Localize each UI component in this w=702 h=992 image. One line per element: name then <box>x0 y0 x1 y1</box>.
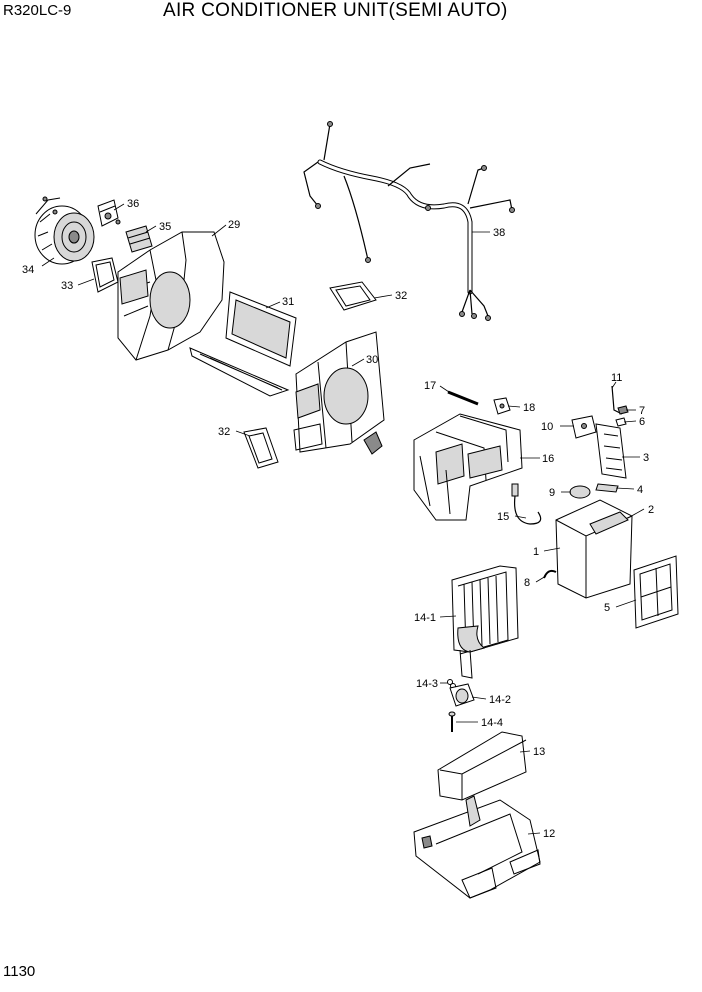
evaporator-core-14-1-part <box>451 565 519 679</box>
callout-18: 18 <box>523 402 535 414</box>
actuator-35-part <box>115 219 153 253</box>
callout-38: 38 <box>493 227 505 239</box>
page-title: AIR CONDITIONER UNIT(SEMI AUTO) <box>163 0 508 21</box>
blower-housing-29-part <box>117 231 225 361</box>
actuator-10-part <box>571 415 597 439</box>
callout-labels: 34 33 36 35 29 38 32 31 30 32 17 18 11 7… <box>22 198 654 840</box>
bolt-14-4-part <box>448 711 456 732</box>
callout-10: 10 <box>541 421 553 433</box>
callout-30: 30 <box>366 354 378 366</box>
model-number: R320LC-9 <box>3 2 72 19</box>
callout-33: 33 <box>61 280 73 292</box>
sensor-18-part <box>493 397 511 415</box>
filter-frame-31-part <box>189 291 297 397</box>
seal-32-upper-part <box>329 281 377 311</box>
sensor-17-part <box>447 390 479 406</box>
callout-14-4: 14-4 <box>481 717 503 729</box>
callout-36: 36 <box>127 198 139 210</box>
page-number: 1130 <box>3 963 36 980</box>
filter-3-part <box>595 423 627 479</box>
center-case-16-part <box>413 413 523 521</box>
expansion-valve-14-2-part <box>449 683 475 707</box>
callout-14-1: 14-1 <box>414 612 436 624</box>
callout-4: 4 <box>637 484 643 496</box>
callout-11: 11 <box>611 372 622 384</box>
callout-32-upper: 32 <box>395 290 407 302</box>
callout-31: 31 <box>282 296 294 308</box>
lower-case-12-part <box>413 795 541 899</box>
callout-16: 16 <box>542 453 554 465</box>
callout-5: 5 <box>604 602 610 614</box>
callout-32-lower: 32 <box>218 426 230 438</box>
clip-7-part <box>617 405 629 415</box>
sensor-15-part <box>511 483 542 525</box>
callout-3: 3 <box>643 452 649 464</box>
callout-13: 13 <box>533 746 545 758</box>
drain-cover-13-part <box>437 731 527 801</box>
callout-35: 35 <box>159 221 171 233</box>
callout-12: 12 <box>543 828 555 840</box>
callout-1: 1 <box>533 546 539 558</box>
seal-9-part <box>569 485 591 499</box>
case-30-part <box>293 331 385 455</box>
clip-6-part <box>615 417 627 427</box>
filter-panel-5-part <box>633 555 679 629</box>
clip-8-part <box>543 569 557 579</box>
seal-32-lower-part <box>243 427 279 469</box>
blower-motor-part <box>34 196 95 265</box>
leader-lines <box>41 203 645 835</box>
callout-2: 2 <box>648 504 654 516</box>
wiring-harness-38-part <box>303 121 515 321</box>
callout-14-3: 14-3 <box>416 678 438 690</box>
callout-7: 7 <box>639 405 645 417</box>
callout-34: 34 <box>22 264 34 276</box>
resistor-36-part <box>97 199 119 227</box>
callout-6: 6 <box>639 416 645 428</box>
callout-8: 8 <box>524 577 530 589</box>
gasket-33-part <box>91 257 119 293</box>
callout-14-2: 14-2 <box>489 694 511 706</box>
callout-29: 29 <box>228 219 240 231</box>
seal-4-part <box>595 483 619 493</box>
evaporator-case-1-part <box>555 499 633 599</box>
callout-17: 17 <box>424 380 436 392</box>
callout-9: 9 <box>549 487 555 499</box>
callout-15: 15 <box>497 511 509 523</box>
